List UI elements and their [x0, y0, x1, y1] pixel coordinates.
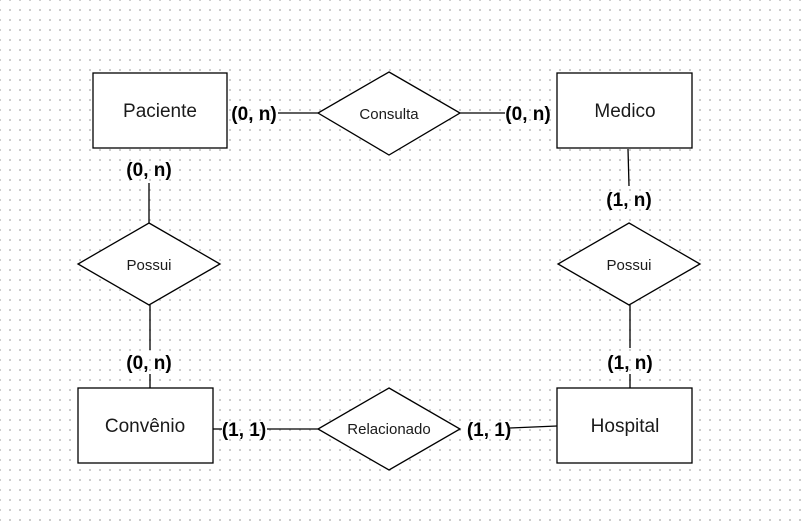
entity-convenio[interactable]: Convênio [77, 387, 214, 464]
cardinality-paciente-consulta: (0, n) [231, 104, 276, 125]
entity-hospital-label: Hospital [591, 416, 660, 437]
cardinality-hospital-relacionado: (1, 1) [467, 420, 511, 441]
cardinality-medico-possui: (1, n) [606, 190, 651, 211]
relationship-consulta[interactable]: Consulta [316, 71, 462, 156]
entity-medico-label: Medico [594, 101, 655, 122]
cardinality-paciente-possui: (0, n) [126, 160, 171, 181]
cardinality-convenio-possui: (0, n) [126, 353, 171, 374]
connectors [148, 112, 631, 430]
connector-relacionado-hospital [509, 425, 558, 429]
relationship-possui-left-label: Possui [126, 257, 171, 274]
relationship-possui-right-diamond [556, 222, 702, 306]
relationship-possui-left-diamond [76, 222, 222, 306]
entity-hospital[interactable]: Hospital [556, 387, 693, 464]
relationship-possui-right-label: Possui [606, 257, 651, 274]
relationship-relacionado[interactable]: Relacionado [316, 387, 462, 471]
relationship-possui-left[interactable]: Possui [76, 222, 222, 306]
entity-medico[interactable]: Medico [556, 72, 693, 149]
relationship-consulta-label: Consulta [359, 106, 419, 123]
entity-medico-box [556, 72, 693, 149]
relationship-consulta-diamond [316, 71, 462, 156]
connector-medico-possui [627, 148, 630, 187]
entity-paciente-label: Paciente [123, 101, 197, 122]
entity-paciente[interactable]: Paciente [92, 72, 228, 149]
entity-hospital-box [556, 387, 693, 464]
relationship-relacionado-label: Relacionado [347, 421, 430, 438]
entity-paciente-box [92, 72, 228, 149]
cardinality-medico-consulta: (0, n) [505, 104, 550, 125]
cardinality-convenio-relacionado: (1, 1) [222, 420, 266, 441]
cardinality-hospital-possui: (1, n) [607, 353, 652, 374]
entity-convenio-label: Convênio [105, 416, 185, 437]
entity-convenio-box [77, 387, 214, 464]
relationship-relacionado-diamond [316, 387, 462, 471]
relationship-possui-right[interactable]: Possui [556, 222, 702, 306]
cardinalities: (0, n) (0, n) (0, n) (0, n) (1, n) (1, n… [126, 104, 652, 441]
